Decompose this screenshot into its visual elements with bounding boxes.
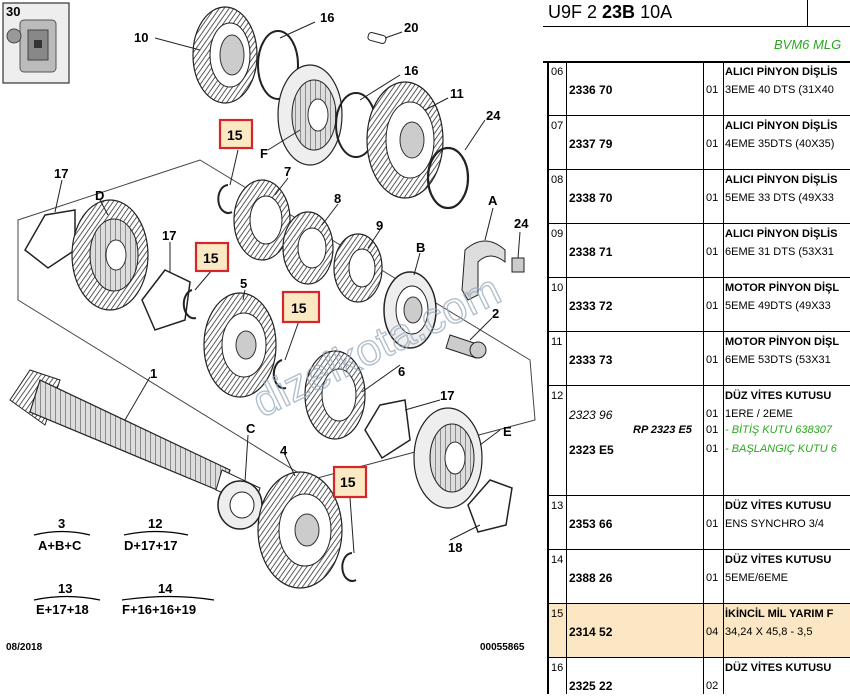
- table-header: U9F 2 23B 10A: [543, 0, 850, 27]
- svg-text:E+17+18: E+17+18: [36, 602, 89, 617]
- part-labels: 10 16 20 16 11 24 F 7 8 9 17 D 17 5 B A …: [54, 10, 529, 555]
- table-row[interactable]: 09 2338 71 01 ALICI PİNYON DİŞLİS 6EME 3…: [549, 224, 850, 278]
- svg-text:6: 6: [398, 364, 405, 379]
- parts-grid: 06 2336 70 01 ALICI PİNYON DİŞLİS 3EME 4…: [547, 62, 850, 694]
- gear-10: [192, 6, 258, 104]
- svg-text:E: E: [503, 424, 512, 439]
- svg-text:2: 2: [492, 306, 499, 321]
- svg-text:12: 12: [148, 516, 162, 531]
- svg-text:F+16+16+19: F+16+16+19: [122, 602, 196, 617]
- svg-text:A: A: [488, 193, 498, 208]
- exploded-gearbox-diagram: 30: [2, 2, 536, 653]
- svg-text:17: 17: [440, 388, 454, 403]
- svg-text:20: 20: [404, 20, 418, 35]
- svg-text:C: C: [246, 421, 256, 436]
- svg-text:11: 11: [450, 86, 464, 101]
- svg-text:3: 3: [58, 516, 65, 531]
- svg-text:D+17+17: D+17+17: [124, 538, 178, 553]
- table-row[interactable]: 10 2333 72 01 MOTOR PİNYON DİŞL 5EME 49D…: [549, 278, 850, 332]
- svg-text:24: 24: [514, 216, 529, 231]
- table-row[interactable]: 07 2337 79 01 ALICI PİNYON DİŞLİS 4EME 3…: [549, 116, 850, 170]
- table-row[interactable]: 16 2325 22 02 DÜZ VİTES KUTUSU: [549, 658, 850, 694]
- svg-text:15: 15: [291, 300, 307, 316]
- svg-text:5: 5: [240, 276, 247, 291]
- svg-text:17: 17: [54, 166, 68, 181]
- highlight-part-15[interactable]: 15 15 15 15: [194, 118, 368, 499]
- svg-text:B: B: [416, 240, 425, 255]
- gear-11: [366, 81, 444, 199]
- svg-text:17: 17: [162, 228, 176, 243]
- svg-text:10: 10: [134, 30, 148, 45]
- gearbox-model: BVM6 MLG: [774, 37, 842, 52]
- table-row[interactable]: 12 2323 96 RP 2323 E5 2323 E5 01 01 01 D…: [549, 386, 850, 496]
- svg-text:9: 9: [376, 218, 383, 233]
- gear-4: [257, 471, 343, 589]
- svg-text:4: 4: [280, 443, 288, 458]
- parts-table-panel: U9F 2 23B 10A BVM6 MLG 06 2336 70 01 ALI…: [543, 0, 850, 694]
- table-row-highlighted[interactable]: 15 2314 52 04 İKİNCİL MİL YARIM F 34,24 …: [549, 604, 850, 658]
- bearing-B: [383, 271, 437, 349]
- svg-text:13: 13: [58, 581, 72, 596]
- svg-text:7: 7: [284, 164, 291, 179]
- table-row[interactable]: 06 2336 70 01 ALICI PİNYON DİŞLİS 3EME 4…: [549, 62, 850, 116]
- gear-7: [233, 179, 291, 261]
- table-row[interactable]: 08 2338 70 01 ALICI PİNYON DİŞLİS 5EME 3…: [549, 170, 850, 224]
- gear-6: [304, 350, 366, 440]
- svg-text:8: 8: [334, 191, 341, 206]
- table-row[interactable]: 11 2333 73 01 MOTOR PİNYON DİŞL 6EME 53D…: [549, 332, 850, 386]
- svg-text:15: 15: [340, 474, 356, 490]
- svg-text:15: 15: [227, 127, 243, 143]
- diagram-doc-number: 00055865: [480, 642, 525, 653]
- diagram-date: 08/2018: [6, 642, 43, 653]
- gear-D: [71, 199, 149, 311]
- synchro-F: [277, 64, 343, 166]
- bearing-C: [217, 480, 263, 530]
- svg-text:F: F: [260, 146, 268, 161]
- gearbox-code: U9F 2 23B 10A: [548, 2, 673, 22]
- table-row[interactable]: 13 2353 66 01 DÜZ VİTES KUTUSU ENS SYNCH…: [549, 496, 850, 550]
- synchro-E: [413, 407, 483, 509]
- svg-text:16: 16: [320, 10, 334, 25]
- table-row[interactable]: 14 2388 26 01 DÜZ VİTES KUTUSU 5EME/6EME: [549, 550, 850, 604]
- gear-8: [282, 211, 334, 285]
- gear-9: [333, 233, 383, 303]
- svg-text:18: 18: [448, 540, 462, 555]
- model-header: BVM6 MLG: [543, 27, 850, 63]
- svg-text:15: 15: [203, 250, 219, 266]
- svg-text:1: 1: [150, 366, 157, 381]
- inset-label: 30: [6, 4, 20, 19]
- svg-text:24: 24: [486, 108, 501, 123]
- assembly-formulas: 3 A+B+C 12 D+17+17 13 E+17+18 14 F+16+16…: [33, 516, 215, 617]
- svg-text:16: 16: [404, 63, 418, 78]
- svg-text:14: 14: [158, 581, 173, 596]
- svg-text:A+B+C: A+B+C: [38, 538, 82, 553]
- inset-part-thumbnail[interactable]: 30: [2, 2, 70, 84]
- gear-5: [203, 292, 277, 398]
- svg-text:D: D: [95, 188, 104, 203]
